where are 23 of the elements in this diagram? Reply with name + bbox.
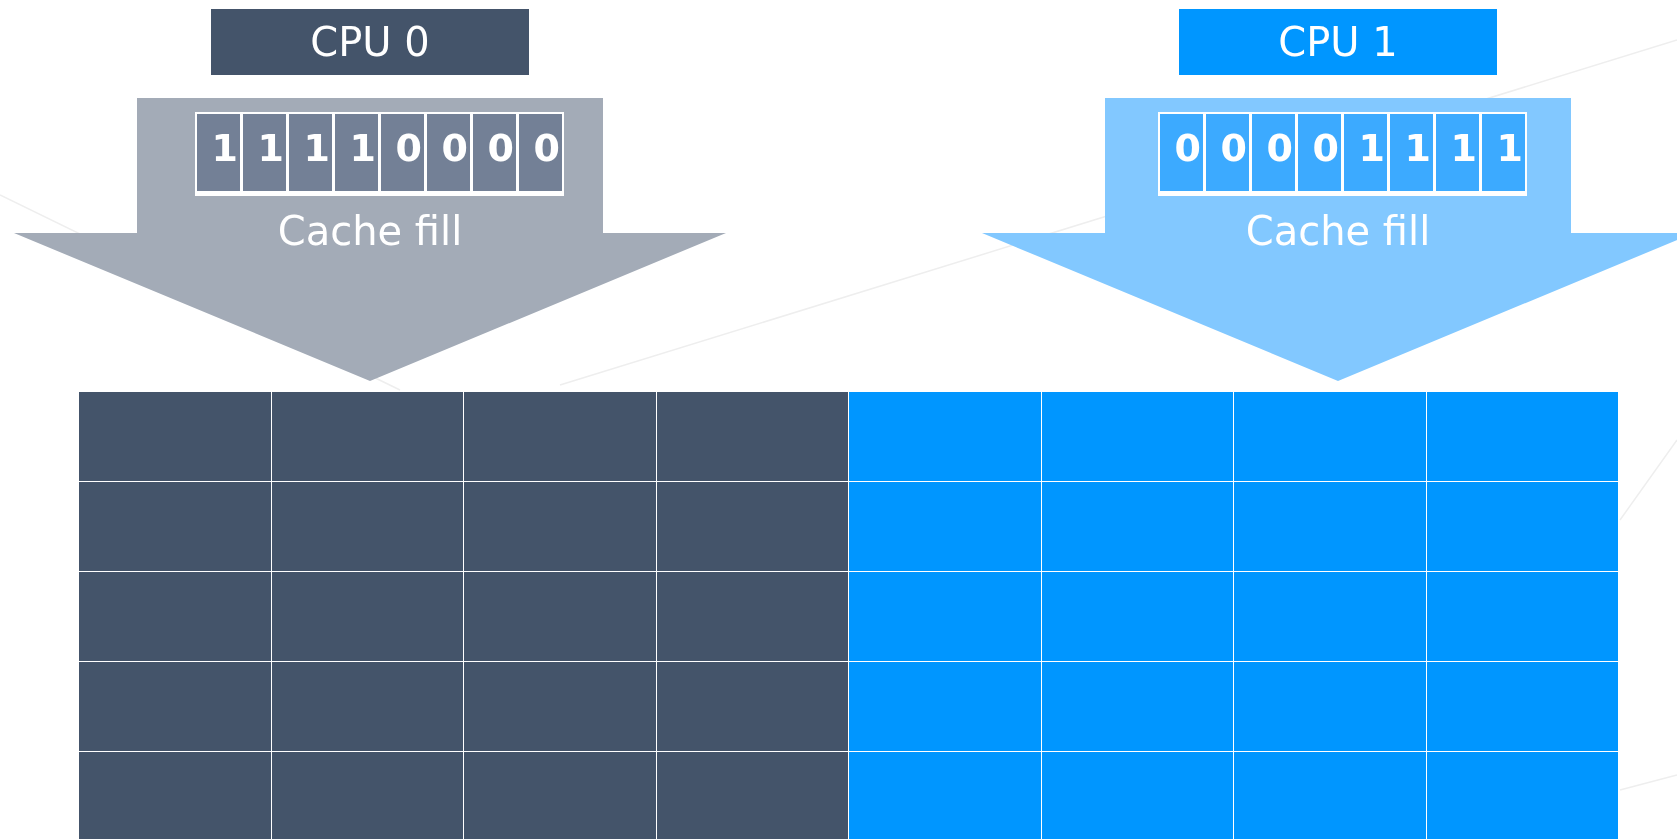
bit-cell: 1 (241, 112, 288, 196)
bit-cell: 0 (1204, 112, 1251, 196)
cache-fill-label: Cache fill (277, 208, 463, 254)
bit-cell: 1 (1480, 112, 1527, 196)
cache-grid-drawing (78, 391, 1618, 839)
cache-fill-label: Cache fill (1245, 208, 1431, 254)
bit-cell: 1 (195, 112, 242, 196)
cpu-label-box (1179, 9, 1497, 75)
cpu-label: CPU 1 (1278, 19, 1398, 65)
bit-cell: 0 (517, 112, 564, 196)
bit-cell: 1 (1342, 112, 1389, 196)
bit-cell: 0 (471, 112, 518, 196)
bit-cell: 0 (1250, 112, 1297, 196)
cpu-label-box (211, 9, 529, 75)
bit-cell: 0 (1296, 112, 1343, 196)
bit-cell: 1 (333, 112, 380, 196)
bit-cell: 1 (287, 112, 334, 196)
bit-cell: 0 (379, 112, 426, 196)
cpu-label: CPU 0 (310, 19, 430, 65)
bit-cell: 0 (425, 112, 472, 196)
bit-cell: 1 (1388, 112, 1435, 196)
bit-cell: 1 (1434, 112, 1481, 196)
bit-cell: 0 (1158, 112, 1205, 196)
